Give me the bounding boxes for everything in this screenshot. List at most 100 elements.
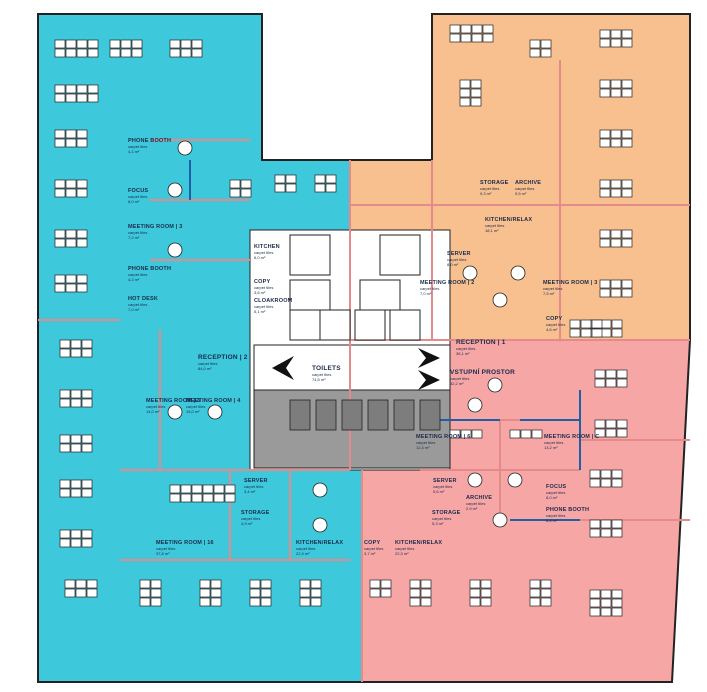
desk bbox=[229, 188, 241, 198]
room-name: SERVER bbox=[244, 478, 268, 484]
room-name: KITCHEN/RELAX bbox=[296, 540, 344, 546]
floor-finish: carpet tiles bbox=[128, 302, 148, 307]
desk bbox=[591, 328, 603, 338]
room-name: MEETING ROOM | 3 bbox=[543, 280, 598, 286]
desk bbox=[529, 39, 541, 49]
desk bbox=[616, 428, 628, 438]
room-area: 4,2 m² bbox=[128, 277, 140, 282]
desk bbox=[81, 538, 93, 548]
desk bbox=[299, 597, 311, 607]
desk bbox=[150, 579, 162, 589]
toilet-stall bbox=[367, 399, 389, 431]
desk bbox=[65, 39, 77, 49]
desk bbox=[150, 588, 162, 598]
desk bbox=[76, 93, 88, 103]
desk bbox=[610, 179, 622, 189]
desk bbox=[621, 229, 633, 239]
floor-finish: carpet tiles bbox=[254, 304, 274, 309]
desk bbox=[531, 429, 543, 439]
desk bbox=[600, 607, 612, 617]
room-name: RECEPTION | 1 bbox=[456, 339, 506, 346]
desk bbox=[120, 39, 132, 49]
desk bbox=[605, 378, 617, 388]
desk bbox=[274, 174, 286, 184]
desk bbox=[610, 129, 622, 139]
desk bbox=[610, 138, 622, 148]
desk bbox=[589, 528, 601, 538]
floor-finish: carpet tiles bbox=[244, 484, 264, 489]
desk bbox=[65, 48, 77, 58]
desk bbox=[70, 479, 82, 489]
desk bbox=[54, 229, 66, 239]
desk bbox=[76, 283, 88, 293]
desk bbox=[75, 588, 87, 598]
desk bbox=[65, 84, 77, 94]
desk bbox=[54, 274, 66, 284]
desk bbox=[594, 419, 606, 429]
floor-finish: carpet tiles bbox=[128, 272, 148, 277]
room-name: KITCHEN bbox=[254, 244, 280, 250]
desk bbox=[325, 174, 337, 184]
arrow-left-icon bbox=[272, 356, 294, 380]
desk bbox=[59, 339, 71, 349]
desk bbox=[540, 39, 552, 49]
desk bbox=[470, 97, 482, 107]
room-area: 5,6 m² bbox=[433, 489, 445, 494]
desk bbox=[580, 319, 592, 329]
desk bbox=[314, 174, 326, 184]
desk bbox=[54, 39, 66, 49]
desk bbox=[191, 493, 203, 503]
desk bbox=[139, 588, 151, 598]
desk bbox=[621, 179, 633, 189]
desk bbox=[611, 519, 623, 529]
desk bbox=[65, 274, 77, 284]
room-area: 3,6 m² bbox=[254, 290, 266, 295]
desk bbox=[621, 238, 633, 248]
desk bbox=[589, 598, 601, 608]
desk bbox=[599, 229, 611, 239]
floor-finish: carpet tiles bbox=[312, 372, 332, 377]
desk bbox=[621, 88, 633, 98]
room-area: 32,2 m² bbox=[450, 381, 464, 386]
room-name: SERVER bbox=[447, 251, 471, 257]
room-area: 6,0 m² bbox=[254, 255, 266, 260]
desk bbox=[260, 579, 272, 589]
desk bbox=[70, 529, 82, 539]
desk bbox=[611, 528, 623, 538]
desk bbox=[471, 24, 483, 34]
desk bbox=[59, 434, 71, 444]
desk bbox=[59, 398, 71, 408]
desk bbox=[599, 88, 611, 98]
desk bbox=[76, 39, 88, 49]
desk bbox=[191, 48, 203, 58]
desk bbox=[249, 579, 261, 589]
desk bbox=[213, 493, 225, 503]
round-table bbox=[492, 292, 508, 308]
room-name: PHONE BOOTH bbox=[546, 507, 590, 513]
desk bbox=[76, 274, 88, 284]
desk bbox=[589, 589, 601, 599]
desk bbox=[70, 538, 82, 548]
room-name: MEETING ROOM | 5 bbox=[146, 398, 201, 404]
room-area: 8,4 m² bbox=[546, 518, 558, 523]
desk bbox=[449, 429, 461, 439]
desk bbox=[240, 179, 252, 189]
desk bbox=[70, 339, 82, 349]
round-table bbox=[462, 265, 478, 281]
room-name: HOT DESK bbox=[128, 296, 159, 302]
room-area: 8,0 m² bbox=[447, 262, 459, 267]
desk bbox=[59, 538, 71, 548]
desk bbox=[285, 183, 297, 193]
desk bbox=[380, 588, 392, 598]
desk bbox=[540, 597, 552, 607]
desk bbox=[59, 488, 71, 498]
round-table bbox=[467, 397, 483, 413]
toilet-stall bbox=[341, 399, 363, 431]
desk bbox=[589, 519, 601, 529]
